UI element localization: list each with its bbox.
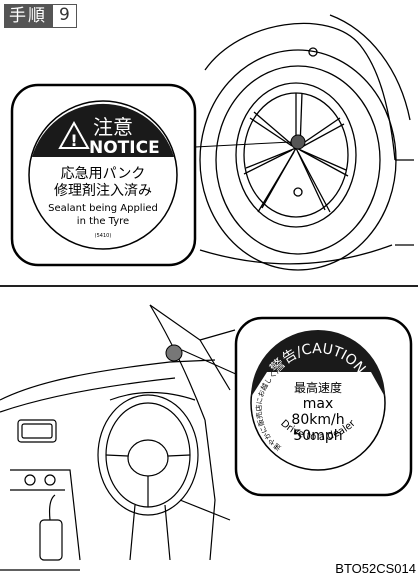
notice-warning-en: NOTICE	[89, 138, 160, 158]
caution-line-3: 80km/h	[291, 412, 344, 428]
figure-code: BTO52CS014	[335, 561, 416, 576]
caution-line-2: max	[303, 396, 334, 412]
pointer-line	[195, 142, 291, 147]
sticker-location-icon	[166, 345, 182, 361]
warning-exclaim: !	[70, 131, 77, 150]
notice-line-3: Sealant being Applied	[48, 203, 158, 214]
notice-line-1: 応急用パンク	[61, 166, 146, 182]
notice-line-2: 修理剤注入済み	[54, 183, 152, 199]
notice-code: (5410)	[95, 233, 112, 239]
wheel-drawing	[200, 15, 414, 270]
dashboard-drawing	[0, 305, 235, 570]
notice-sticker: ! 注意 NOTICE 応急用パンク 修理剤注入済み Sealant being…	[29, 101, 177, 249]
caution-line-1: 最高速度	[294, 380, 342, 395]
pointer-line-2	[182, 350, 238, 375]
valve-cap-icon	[291, 135, 305, 149]
section-divider	[0, 285, 418, 287]
notice-line-4: in the Tyre	[77, 216, 129, 227]
notice-warning-jp: 注意	[93, 115, 133, 139]
